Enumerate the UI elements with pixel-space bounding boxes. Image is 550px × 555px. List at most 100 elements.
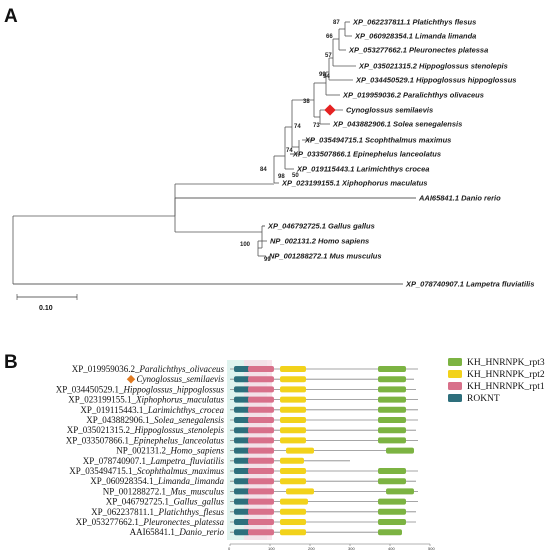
legend-swatch — [448, 394, 462, 402]
domain-roknt — [234, 396, 250, 403]
domain-kh-rpt2 — [280, 457, 304, 464]
domain-row-label: XP_053277662.1_Pleuronectes_platessa — [76, 517, 225, 527]
domain-roknt — [234, 488, 250, 495]
domain-kh-rpt2 — [280, 386, 306, 393]
legend-label: KH_HNRNPK_rpt1 — [467, 382, 545, 392]
bootstrap-value: 50 — [292, 173, 299, 179]
domain-kh-rpt2 — [280, 396, 306, 403]
tree-leaf-label: XP_034450529.1 Hippoglossus hippoglossus — [355, 76, 516, 85]
domain-kh-rpt2 — [280, 468, 306, 474]
domain-axis-tick-label: 100 — [268, 546, 275, 551]
bootstrap-value: 38 — [303, 99, 310, 105]
domain-kh-rpt3 — [386, 488, 414, 495]
domain-kh-rpt1 — [248, 488, 274, 495]
domain-kh-rpt3 — [378, 417, 406, 423]
tree-leaf-label: XP_035021315.2 Hippoglossus stenolepis — [358, 62, 508, 71]
legend-label: KH_HNRNPK_rpt3 — [467, 358, 545, 368]
bootstrap-value: 74 — [294, 124, 301, 130]
target-species-marker — [126, 374, 136, 384]
bootstrap-value: 66 — [326, 34, 333, 40]
domain-kh-rpt2 — [280, 427, 306, 434]
domain-row-label: XP_035021315.2_Hippoglossus_stenolepis — [67, 425, 225, 435]
domain-axis-tick-label: 400 — [388, 546, 395, 551]
bootstrap-value: 99 — [264, 257, 271, 263]
domain-kh-rpt2 — [280, 376, 306, 383]
bootstrap-value: 73 — [313, 123, 320, 129]
domain-kh-rpt2 — [280, 478, 306, 485]
tree-leaf-label: XP_033507866.1 Epinephelus lanceolatus — [292, 150, 441, 159]
domain-kh-rpt1 — [248, 427, 274, 434]
domain-roknt — [234, 468, 250, 474]
domain-kh-rpt1 — [248, 386, 274, 393]
domain-axis-tick-label: 0 — [228, 546, 231, 551]
domain-row-label: XP_033507866.1_Epinephelus_lanceolatus — [66, 435, 225, 445]
legend-label: KH_HNRNPK_rpt2 — [467, 370, 545, 380]
domain-row-label: XP_035494715.1_Scophthalmus_maximus — [69, 466, 224, 476]
tree-leaf-label: XP_023199155.1 Xiphophorus maculatus — [281, 179, 427, 188]
domain-roknt — [234, 478, 250, 485]
panel-a-label: A — [4, 6, 18, 27]
domain-kh-rpt2 — [286, 447, 314, 454]
domain-roknt — [234, 366, 250, 372]
domain-kh-rpt1 — [248, 498, 274, 505]
domain-roknt — [234, 498, 250, 505]
phylogenetic-tree: XP_062237811.1 Platichthys flesusXP_0609… — [12, 18, 534, 289]
domain-roknt — [234, 406, 250, 413]
bootstrap-value: 57 — [325, 53, 332, 59]
domain-kh-rpt3 — [378, 529, 402, 536]
domain-axis-tick-label: 200 — [308, 546, 315, 551]
domain-row-label: XP_062237811.1_Platichthys_flesus — [91, 507, 224, 517]
domain-kh-rpt1 — [248, 519, 274, 525]
domain-row-label: XP_023199155.1_Xiphophorus_maculatus — [68, 395, 224, 405]
domain-kh-rpt3 — [378, 498, 406, 505]
domain-row-label: XP_046792725.1_Gallus_gallus — [106, 497, 225, 507]
domain-kh-rpt1 — [248, 478, 274, 485]
domain-roknt — [234, 427, 250, 434]
domain-kh-rpt3 — [378, 427, 406, 434]
tree-leaf-label: AAI65841.1 Danio rerio — [418, 194, 501, 203]
domain-kh-rpt1 — [248, 437, 274, 444]
domain-row-label: XP_078740907.1_Lampetra_fluviatilis — [83, 456, 225, 466]
tree-leaf-label: XP_053277662.1 Pleuronectes platessa — [348, 46, 488, 55]
tree-leaf-label: XP_043882906.1 Solea senegalensis — [332, 120, 462, 129]
domain-kh-rpt1 — [248, 508, 274, 515]
tree-leaf-label: XP_060928354.1 Limanda limanda — [354, 32, 476, 41]
domain-kh-rpt1 — [248, 468, 274, 474]
domain-roknt — [234, 529, 250, 536]
bootstrap-value: 98 — [278, 174, 285, 180]
domain-roknt — [234, 386, 250, 393]
domain-row-label: Cynoglossus_semilaevis — [137, 374, 225, 384]
tree-leaf-label: XP_019959036.2 Paralichthys olivaceus — [342, 91, 484, 100]
legend-swatch — [448, 370, 462, 378]
tree-leaf-label: XP_062237811.1 Platichthys flesus — [352, 18, 476, 27]
domain-row-label: XP_034450529.1_Hippoglossus_hippoglossus — [56, 384, 225, 394]
panel-b-label: B — [4, 352, 18, 373]
domain-kh-rpt3 — [378, 468, 406, 474]
tree-leaf-label: Cynoglossus semilaevis — [346, 106, 433, 115]
bootstrap-value: 94 — [323, 74, 330, 80]
domain-row-label: XP_019115443.1_Larimichthys_crocea — [80, 405, 224, 415]
domain-kh-rpt2 — [286, 488, 314, 495]
domain-kh-rpt1 — [248, 376, 274, 383]
domain-kh-rpt3 — [378, 437, 406, 444]
bootstrap-value: 84 — [260, 167, 267, 173]
domain-kh-rpt3 — [378, 478, 406, 485]
domain-kh-rpt1 — [248, 396, 274, 403]
domain-kh-rpt3 — [378, 366, 406, 372]
domain-kh-rpt2 — [280, 498, 308, 505]
domain-kh-rpt1 — [248, 447, 274, 454]
bootstrap-value: 87 — [333, 20, 340, 26]
domain-axis-tick-label: 500 — [428, 546, 435, 551]
domain-row-label: AAI65841.1_Danio_rerio — [130, 527, 225, 537]
tree-leaf-label: XP_019115443.1 Larimichthys crocea — [296, 165, 429, 174]
domain-kh-rpt2 — [280, 519, 306, 525]
domain-kh-rpt1 — [248, 417, 274, 423]
domain-row-label: NP_002131.2_Homo_sapiens — [116, 446, 224, 456]
tree-leaf-label: XP_035494715.1 Scophthalmus maximus — [304, 136, 451, 145]
domain-architecture: XP_019959036.2_Paralichthys_olivaceusCyn… — [56, 360, 435, 551]
domain-kh-rpt2 — [280, 366, 306, 372]
domain-axis-tick-label: 300 — [348, 546, 355, 551]
domain-row-label: NP_001288272.1_Mus_musculus — [103, 486, 225, 496]
domain-kh-rpt2 — [280, 529, 306, 536]
domain-kh-rpt2 — [280, 508, 306, 515]
